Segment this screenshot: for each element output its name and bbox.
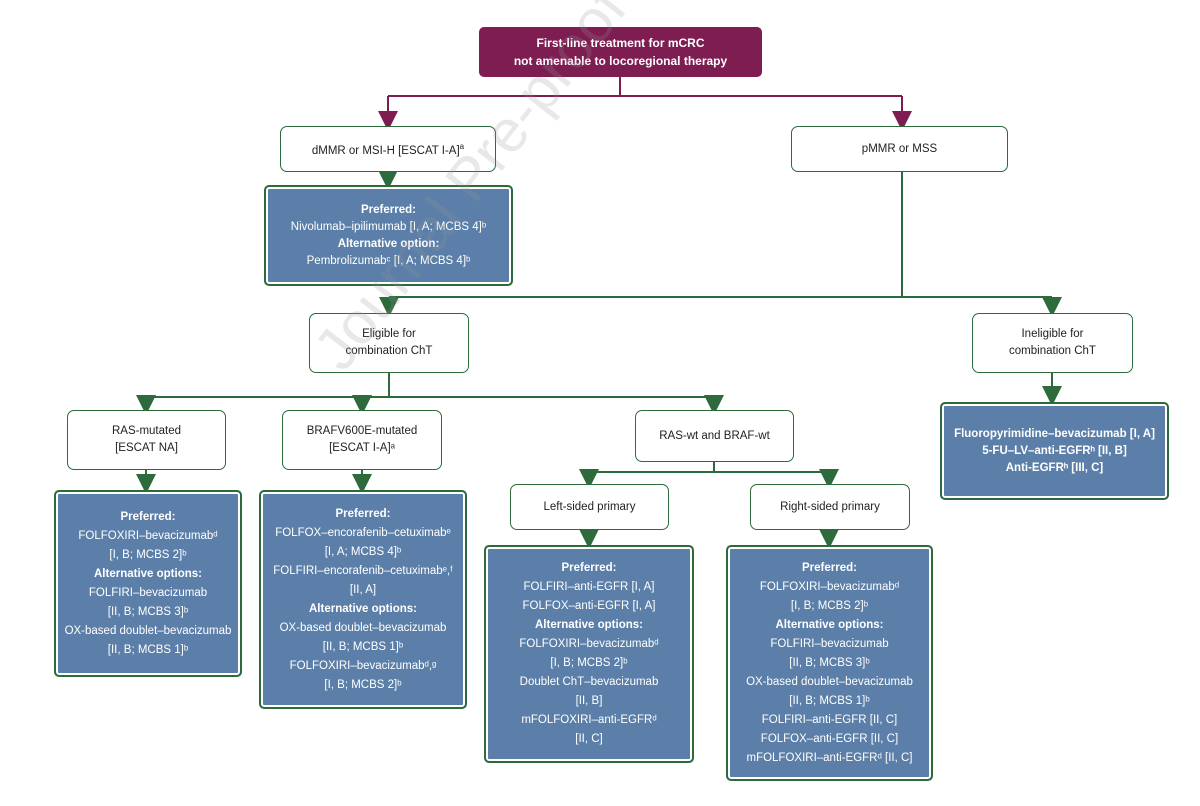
rec-line: Preferred: [361, 203, 416, 216]
braf-mutated-recommendation-box: Preferred: FOLFOX–encorafenib–cetuximabᵉ… [259, 490, 467, 709]
ras-mutated-node: RAS-mutated [ESCAT NA] [67, 410, 226, 470]
left-sided-node: Left-sided primary [510, 484, 669, 530]
ineligible-line: combination ChT [1009, 345, 1096, 357]
rec-line: [II, B; MCBS 3]ᵇ [107, 605, 189, 618]
braf-mutated-line: [ESCAT I-A]ᵃ [329, 442, 395, 454]
rec-line: [II, B] [575, 695, 603, 707]
rec-line: [II, B; MCBS 3]ᵇ [789, 656, 870, 669]
eligible-line: combination ChT [345, 345, 433, 357]
braf-mutated-node: BRAFV600E-mutated [ESCAT I-A]ᵃ [282, 410, 442, 470]
ineligible-recommendation-box: Fluoropyrimidine–bevacizumab [I, A] 5-FU… [940, 402, 1169, 500]
rec-line: Fluoropyrimidine–bevacizumab [I, A] [954, 427, 1155, 440]
root-node: First-line treatment for mCRC not amenab… [479, 27, 762, 77]
ras-wt-line: RAS-wt and BRAF-wt [659, 429, 770, 442]
rec-line: FOLFOX–encorafenib–cetuximabᵉ [275, 526, 451, 539]
rec-line: FOLFIRI–bevacizumab [88, 586, 208, 599]
rec-line: FOLFOX–anti-EGFR [I, A] [522, 600, 656, 612]
left-sided-label: Left-sided primary [543, 500, 636, 513]
rec-line: Preferred: [120, 510, 176, 523]
rec-line: [I, B; MCBS 2]ᵇ [550, 657, 628, 669]
rec-line: Doublet ChT–bevacizumab [519, 676, 659, 688]
ineligible-node: Ineligible for combination ChT [972, 313, 1133, 373]
rec-line: Preferred: [335, 507, 391, 520]
rec-line: [II, B; MCBS 1]ᵇ [322, 640, 404, 653]
rec-line: [II, A] [349, 583, 377, 596]
ras-mutated-recommendation-box: Preferred: FOLFOXIRI–bevacizumabᵈ [I, B;… [54, 490, 242, 677]
right-sided-node: Right-sided primary [750, 484, 910, 530]
rec-line: Nivolumab–ipilimumab [I, A; MCBS 4]ᵇ [290, 220, 487, 233]
rec-line: [I, B; MCBS 2]ᵇ [324, 678, 402, 691]
rec-line: Alternative option: [337, 237, 440, 250]
dmmr-recommendation-box: Preferred: Nivolumab–ipilimumab [I, A; M… [264, 185, 513, 286]
rec-line: Preferred: [802, 561, 857, 574]
rec-line: FOLFIRI–bevacizumab [770, 637, 889, 650]
root-line1: First-line treatment for mCRC [536, 36, 705, 50]
connector-raswt-split [589, 462, 829, 473]
rec-line: mFOLFOXIRI–anti-EGFRᵈ [521, 714, 657, 726]
rec-line: [I, A; MCBS 4]ᵇ [324, 545, 402, 558]
rec-line: [II, C] [575, 733, 603, 745]
rec-line: FOLFIRI–encorafenib–cetuximabᵉ,ᶠ [273, 564, 453, 577]
ras-mutated-line: RAS-mutated [111, 425, 182, 437]
rec-line: FOLFOXIRI–bevacizumabᵈ [78, 529, 218, 542]
eligible-line: Eligible for [362, 328, 416, 340]
rec-line: FOLFOXIRI–bevacizumabᵈ [759, 580, 900, 593]
ineligible-line: Ineligible for [1021, 328, 1084, 340]
braf-mutated-line: BRAFV600E-mutated [306, 425, 418, 437]
rec-line: [II, B; MCBS 1]ᵇ [107, 643, 189, 656]
rec-line: FOLFOXIRI–bevacizumabᵈ [519, 638, 659, 650]
right-sided-recommendation-box: Preferred: FOLFOXIRI–bevacizumabᵈ [I, B;… [726, 545, 933, 781]
rec-line: FOLFOXIRI–bevacizumabᵈ,ᵍ [289, 659, 437, 672]
rec-line: [II, B; MCBS 1]ᵇ [789, 694, 870, 707]
rec-line: OX-based doublet–bevacizumab [64, 624, 232, 637]
rec-line: FOLFIRI–anti-EGFR [II, C] [761, 713, 898, 726]
ras-wt-node: RAS-wt and BRAF-wt [635, 410, 794, 462]
rec-line: 5-FU–LV–anti-EGFRʰ [II, B] [982, 444, 1127, 457]
rec-line: Pembrolizumabᶜ [I, A; MCBS 4]ᵇ [306, 254, 471, 267]
rec-line: OX-based doublet–bevacizumab [746, 675, 913, 688]
left-sided-recommendation-box: Preferred: FOLFIRI–anti-EGFR [I, A] FOLF… [484, 545, 694, 763]
ras-mutated-line: [ESCAT NA] [115, 442, 178, 454]
rec-line: Alternative options: [309, 602, 417, 615]
rec-line: FOLFIRI–anti-EGFR [I, A] [523, 581, 655, 593]
rec-line: [I, B; MCBS 2]ᵇ [109, 548, 187, 561]
rec-line: mFOLFOXIRI–anti-EGFRᵈ [II, C] [746, 751, 913, 764]
pmmr-label: pMMR or MSS [861, 142, 938, 155]
rec-line: OX-based doublet–bevacizumab [279, 621, 447, 634]
connector-root-split [388, 77, 902, 97]
rec-line: Anti-EGFRʰ [III, C] [1005, 461, 1104, 474]
dmmr-node: dMMR or MSI-H [ESCAT I-A]a [280, 126, 496, 172]
connector-pmmr-split [389, 172, 1052, 298]
right-sided-label: Right-sided primary [780, 500, 880, 513]
eligible-node: Eligible for combination ChT [309, 313, 469, 373]
root-line2: not amenable to locoregional therapy [513, 54, 728, 68]
dmmr-sup: a [459, 142, 465, 152]
rec-line: Alternative options: [775, 618, 884, 631]
pmmr-node: pMMR or MSS [791, 126, 1008, 172]
dmmr-label: dMMR or MSI-H [ESCAT I-A] [311, 144, 460, 157]
rec-line: Alternative options: [94, 567, 202, 580]
rec-line: Preferred: [561, 562, 617, 574]
connector-eligible-split [146, 373, 714, 398]
rec-line: Alternative options: [535, 619, 643, 631]
rec-line: [I, B; MCBS 2]ᵇ [790, 599, 869, 612]
rec-line: FOLFOX–anti-EGFR [II, C] [760, 732, 899, 745]
